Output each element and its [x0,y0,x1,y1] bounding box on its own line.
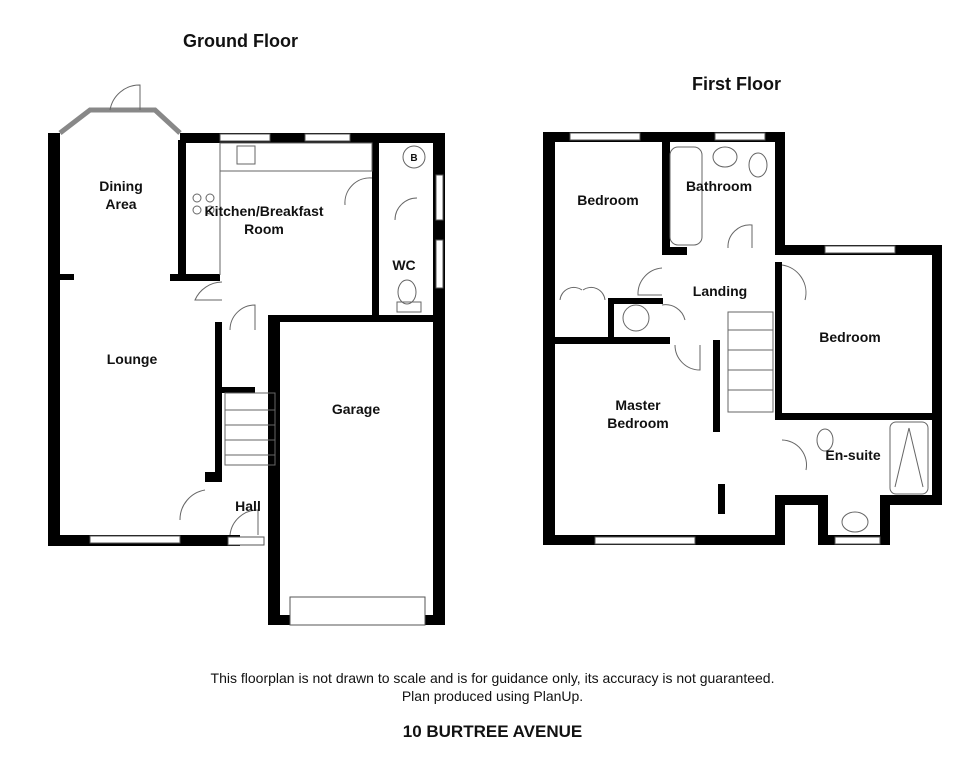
room-wc: WC [392,257,416,273]
room-bathroom: Bathroom [685,178,753,194]
room-ensuite: En-suite [825,447,881,463]
boiler-label: B [410,153,418,164]
ground-floor-windows [58,107,444,626]
room-bedroom-side: Bedroom [819,329,881,345]
ground-floor-fixtures [109,84,426,536]
first-floor-windows [569,132,896,545]
room-label: Dining [99,178,143,194]
room-landing: Landing [692,283,748,299]
property-address: 10 BURTREE AVENUE [402,722,583,741]
room-bedroom-front: Bedroom [577,192,639,208]
room-kitchen: Kitchen/Breakfast Room [204,202,323,238]
first-floor-title: First Floor [692,74,781,94]
room-lounge: Lounge [106,351,158,367]
first-floor-fixtures [559,146,929,533]
disclaimer-line-2: Plan produced using PlanUp. [401,688,584,704]
room-label: Bedroom [607,415,669,431]
disclaimer-line-1: This floorplan is not drawn to scale and… [210,670,775,686]
room-label: Room [244,221,284,237]
room-label: Master [615,397,661,413]
room-label: Kitchen/Breakfast [204,203,324,219]
room-dining-area: Dining Area [99,177,143,213]
room-garage: Garage [331,401,381,417]
room-label: Area [105,196,137,212]
room-hall: Hall [235,498,261,514]
ground-floor-title: Ground Floor [183,31,298,51]
room-master-bedroom: Master Bedroom [607,396,668,432]
